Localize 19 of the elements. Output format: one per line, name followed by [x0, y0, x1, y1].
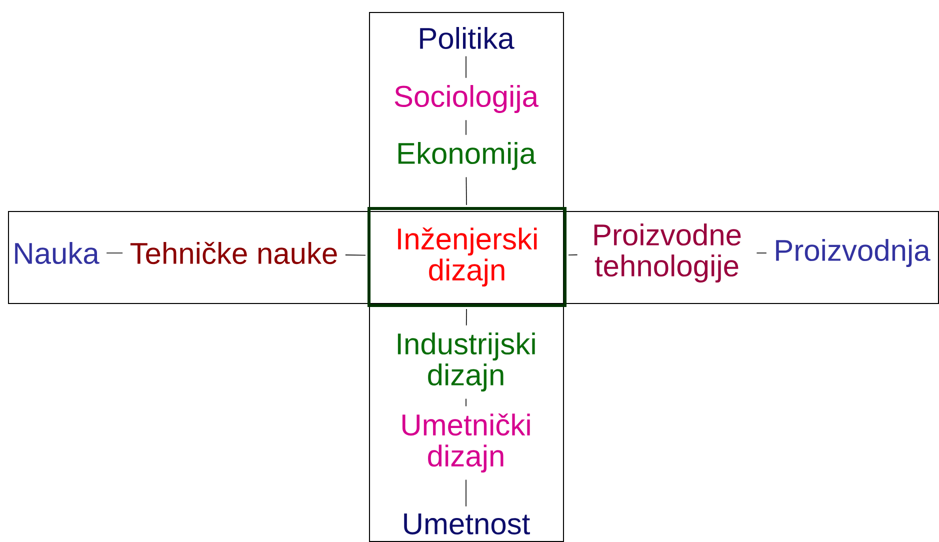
topic-label: Sociologija [394, 85, 539, 113]
band-box [369, 12, 564, 542]
topic-label: Industrijski dizajn [398, 332, 535, 392]
connector-line [756, 252, 767, 254]
connector-line [466, 176, 467, 206]
topic-label: Umetnički dizajn [402, 413, 530, 473]
connector-line [106, 252, 123, 254]
connector-line [466, 308, 467, 326]
topic-label: Umetnost [404, 514, 530, 534]
topic-label: Tehničke nauke [130, 242, 337, 264]
topic-label: Nauka [15, 242, 100, 264]
connector-line [568, 254, 578, 256]
topic-label: Politika [420, 27, 514, 50]
topic-label: Proizvodne tehnologije [594, 224, 741, 282]
band-box [8, 211, 939, 304]
topic-label: Ekonomija [398, 142, 536, 170]
connector-line [345, 254, 366, 256]
topic-label: Proizvodnja [776, 239, 930, 267]
design-box: Inženjerski dizajn [368, 207, 566, 307]
